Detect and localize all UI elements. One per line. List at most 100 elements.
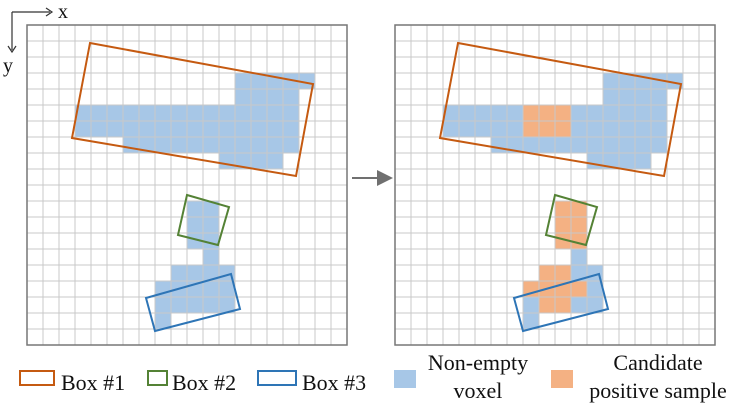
right-nonempty-voxel [571, 265, 587, 281]
right-nonempty-voxel [571, 249, 587, 265]
right-nonempty-voxel [619, 73, 635, 89]
left-nonempty-voxel [267, 89, 283, 105]
left-nonempty-voxel [219, 105, 235, 121]
right-candidate-voxel [523, 121, 539, 137]
right-nonempty-voxel [651, 73, 667, 89]
legend-candidate-line1: Candidate [613, 350, 702, 375]
left-nonempty-voxel [219, 121, 235, 137]
legend-box-3-label: Box #3 [302, 370, 366, 395]
left-nonempty-voxel [139, 105, 155, 121]
right-nonempty-voxel [475, 105, 491, 121]
left-voxel-layer [75, 73, 315, 329]
y-axis-arrowhead [7, 45, 17, 54]
right-nonempty-voxel [459, 121, 475, 137]
right-nonempty-voxel [587, 281, 603, 297]
left-nonempty-voxel [187, 105, 203, 121]
legend-nonempty-line1: Non-empty [428, 350, 528, 375]
right-candidate-voxel [571, 201, 587, 217]
right-nonempty-voxel [603, 121, 619, 137]
left-nonempty-voxel [251, 73, 267, 89]
left-nonempty-voxel [235, 121, 251, 137]
left-nonempty-voxel [155, 313, 171, 329]
right-nonempty-voxel [587, 121, 603, 137]
left-box-1 [70, 41, 315, 178]
left-nonempty-voxel [235, 105, 251, 121]
left-nonempty-voxel [203, 105, 219, 121]
right-nonempty-voxel [507, 137, 523, 153]
left-nonempty-voxel [219, 137, 235, 153]
right-nonempty-voxel [571, 297, 587, 313]
right-nonempty-voxel [587, 105, 603, 121]
left-nonempty-voxel [203, 297, 219, 313]
right-nonempty-voxel [603, 137, 619, 153]
right-grid-lines [395, 25, 715, 345]
left-nonempty-voxel [139, 121, 155, 137]
right-voxel-layer [443, 73, 683, 329]
legend-box-3-swatch [257, 370, 297, 386]
legend-candidate-line2: positive sample [589, 378, 726, 403]
left-nonempty-voxel [187, 233, 203, 249]
left-nonempty-voxel [91, 105, 107, 121]
right-nonempty-voxel [619, 121, 635, 137]
right-nonempty-voxel [635, 105, 651, 121]
right-nonempty-voxel [603, 153, 619, 169]
right-nonempty-voxel [523, 137, 539, 153]
left-nonempty-voxel [251, 89, 267, 105]
right-nonempty-voxel [651, 121, 667, 137]
left-nonempty-voxel [283, 137, 299, 153]
right-nonempty-voxel [539, 137, 555, 153]
left-nonempty-voxel [155, 297, 171, 313]
legend-nonempty-swatch [394, 370, 416, 388]
y-axis-label: y [3, 55, 13, 77]
axis-indicator: x y [3, 1, 68, 77]
left-nonempty-voxel [123, 137, 139, 153]
left-nonempty-voxel [155, 121, 171, 137]
left-nonempty-voxel [107, 105, 123, 121]
left-nonempty-voxel [139, 137, 155, 153]
left-nonempty-voxel [187, 137, 203, 153]
right-nonempty-voxel [475, 121, 491, 137]
right-box-1 [438, 41, 683, 178]
right-nonempty-voxel [603, 105, 619, 121]
right-nonempty-voxel [587, 137, 603, 153]
left-nonempty-voxel [267, 105, 283, 121]
left-nonempty-voxel [203, 265, 219, 281]
left-nonempty-voxel [155, 137, 171, 153]
left-nonempty-voxel [203, 137, 219, 153]
right-nonempty-voxel [635, 89, 651, 105]
right-box-3 [512, 272, 610, 333]
left-nonempty-voxel [91, 121, 107, 137]
left-nonempty-voxel [219, 153, 235, 169]
left-nonempty-voxel [123, 105, 139, 121]
x-axis-arrowhead [45, 7, 54, 17]
right-nonempty-voxel [603, 89, 619, 105]
legend-nonempty-line2: voxel [454, 378, 503, 403]
right-candidate-voxel [555, 233, 571, 249]
right-nonempty-voxel [587, 153, 603, 169]
right-nonempty-voxel [491, 105, 507, 121]
right-nonempty-voxel [571, 105, 587, 121]
left-nonempty-voxel [203, 121, 219, 137]
right-nonempty-voxel [507, 105, 523, 121]
right-nonempty-voxel [443, 121, 459, 137]
left-nonempty-voxel [75, 121, 91, 137]
right-nonempty-voxel [651, 137, 667, 153]
right-candidate-voxel [555, 217, 571, 233]
right-candidate-voxel [571, 281, 587, 297]
right-candidate-voxel [555, 265, 571, 281]
right-candidate-voxel [571, 217, 587, 233]
left-nonempty-voxel [203, 217, 219, 233]
right-candidate-voxel [539, 121, 555, 137]
right-nonempty-voxel [619, 153, 635, 169]
left-nonempty-voxel [251, 105, 267, 121]
left-box-2 [176, 193, 231, 247]
right-candidate-voxel [555, 121, 571, 137]
right-nonempty-voxel [603, 73, 619, 89]
left-nonempty-voxel [203, 281, 219, 297]
legend-box-2-swatch [147, 370, 168, 386]
left-nonempty-voxel [267, 121, 283, 137]
right-nonempty-voxel [635, 121, 651, 137]
left-nonempty-voxel [187, 121, 203, 137]
left-nonempty-voxel [283, 73, 299, 89]
